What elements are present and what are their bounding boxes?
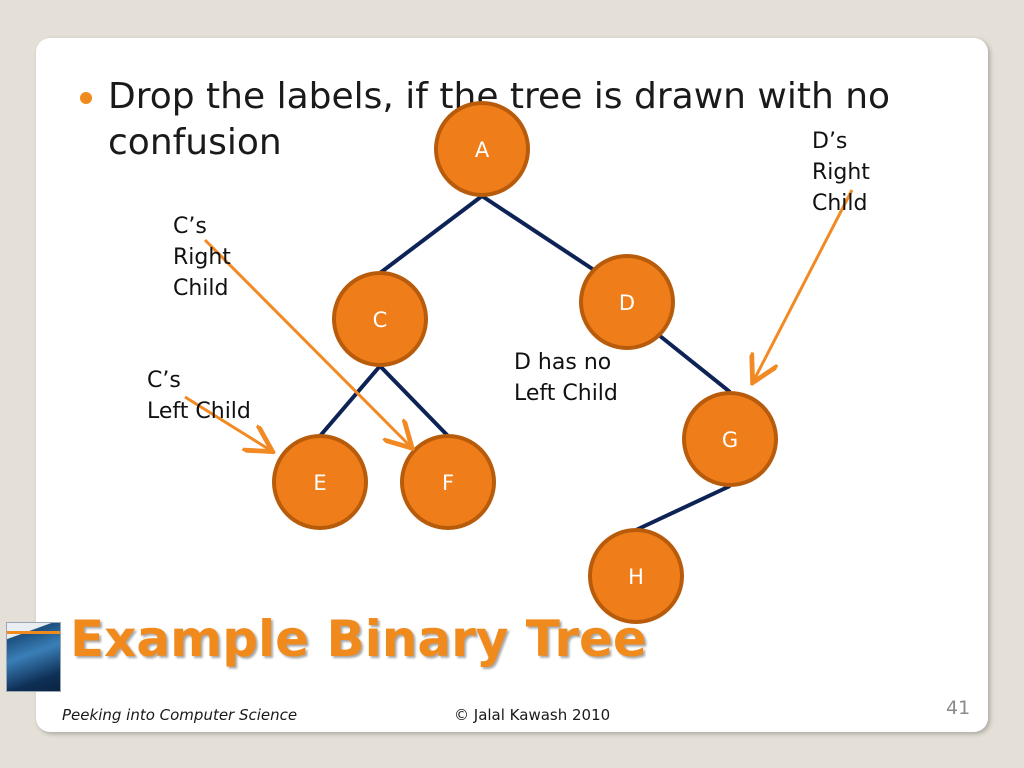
node-c: C bbox=[334, 273, 426, 365]
edge-d-g bbox=[660, 336, 730, 392]
node-label-f: F bbox=[442, 471, 454, 495]
footer-book-title: Peeking into Computer Science bbox=[62, 706, 297, 724]
page-number: 41 bbox=[946, 697, 970, 719]
slide-title: Example Binary Tree bbox=[70, 610, 647, 668]
node-e: E bbox=[274, 436, 366, 528]
edge-a-c bbox=[380, 196, 482, 273]
node-d: D bbox=[581, 256, 673, 348]
edge-a-d bbox=[482, 196, 594, 270]
node-f: F bbox=[402, 436, 494, 528]
node-a: A bbox=[436, 103, 528, 195]
annotation-c-right-child: C’s Right Child bbox=[173, 211, 231, 304]
node-label-g: G bbox=[722, 428, 738, 452]
node-label-h: H bbox=[628, 565, 644, 589]
node-g: G bbox=[684, 393, 776, 485]
edge-c-e bbox=[320, 366, 380, 436]
book-cover-thumbnail bbox=[6, 622, 61, 692]
node-label-a: A bbox=[475, 138, 490, 162]
node-label-e: E bbox=[313, 471, 326, 495]
node-h: H bbox=[590, 530, 682, 622]
annotation-d-no-left-child: D has no Left Child bbox=[514, 347, 618, 409]
annotation-c-left-child: C’s Left Child bbox=[147, 365, 251, 427]
node-label-d: D bbox=[619, 291, 635, 315]
node-label-c: C bbox=[373, 308, 388, 332]
footer-copyright: © Jalal Kawash 2010 bbox=[454, 706, 610, 724]
edge-g-h bbox=[636, 486, 730, 530]
annotation-d-right-child: D’s Right Child bbox=[812, 126, 870, 219]
